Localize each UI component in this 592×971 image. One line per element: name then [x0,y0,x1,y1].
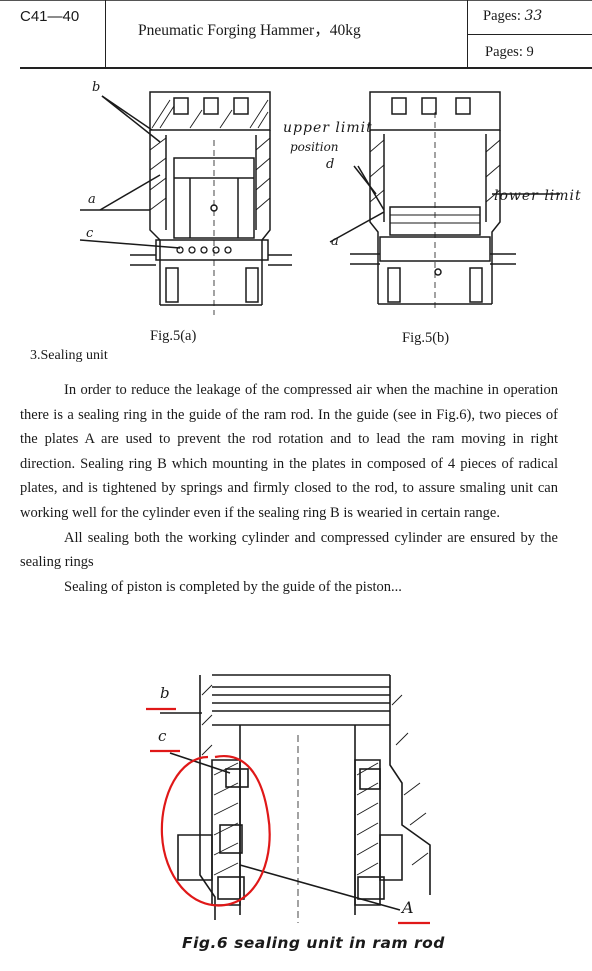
document-code: C41—40 [20,8,80,25]
fig6-caption: Fig.6 sealing unit in ram rod [182,934,445,952]
paragraph-2: All sealing both the working cylinder an… [20,529,558,571]
fig6-label-c: c [158,727,167,745]
paragraph-1: In order to reduce the leakage of the co… [20,382,558,521]
section-title: 3.Sealing unit [30,348,108,363]
fig5b-caption: Fig.5(b) [402,330,450,346]
fig5b-label-position: position [290,140,339,154]
fig5a-caption: Fig.5(a) [150,328,197,344]
fig5a-label-b: b [92,80,101,95]
pages-total-value: 33 [524,8,543,24]
fig6-label-A: A [402,898,414,917]
fig5b-label-a: a [331,234,339,249]
fig6-label-b: b [160,684,170,702]
fig5b-label-lower-limit: lower limit [494,188,582,204]
fig5b-label-upper-limit: upper limit [283,120,373,136]
paragraph-3: Sealing of piston is completed by the gu… [64,578,402,595]
fig5b-label-d: d [326,157,335,172]
fig5a-label-c: c [86,226,94,241]
document-title: Pneumatic Forging Hammer，40kg [138,22,361,39]
page-header: C41—40 Pneumatic Forging Hammer，40kg Pag… [0,0,592,69]
pages-current: Pages: 9 [485,44,534,60]
figure-5a-drawing [79,91,292,315]
pages-total: Pages: 33 [483,8,542,25]
body-text: In order to reduce the leakage of the co… [20,378,558,599]
figure-6-drawing [146,674,431,925]
pages-label: Pages: [483,8,521,24]
fig5a-label-a: a [88,192,96,207]
figure-5b-drawing [329,91,560,312]
